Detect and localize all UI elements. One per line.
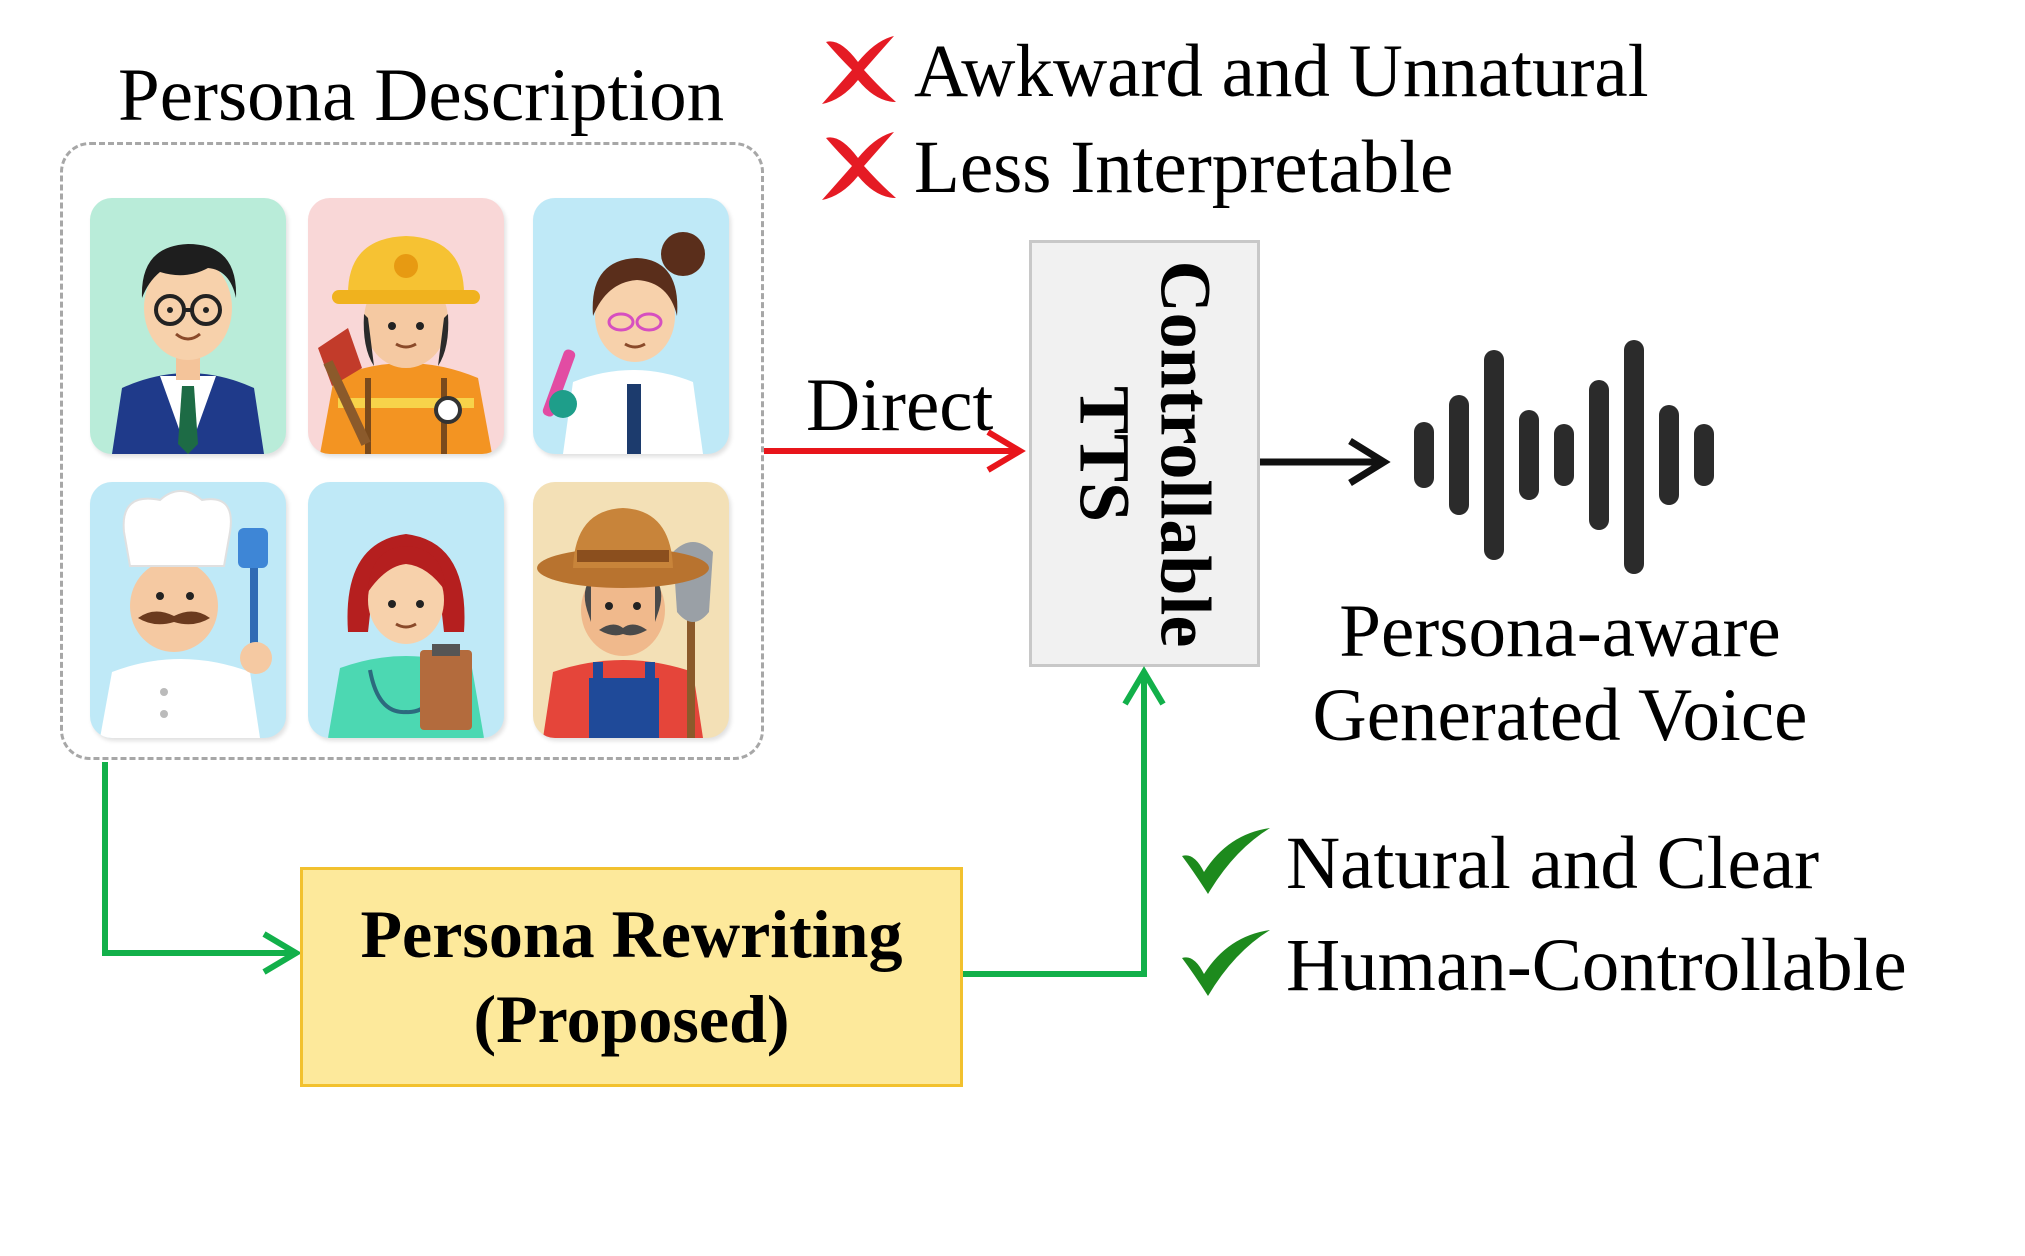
persona-tile-scientist <box>533 198 729 454</box>
persona-frame <box>60 142 764 760</box>
controllable-tts-box: Controllable TTS <box>1029 240 1260 667</box>
rewrite-line-1: Persona Rewriting <box>360 896 903 972</box>
positive-text-1: Natural and Clear <box>1286 822 1820 905</box>
cross-icon <box>822 132 896 200</box>
persona-tile-chef <box>90 482 286 738</box>
negative-text-2: Less Interpretable <box>914 126 1454 209</box>
check-icon <box>1182 930 1270 996</box>
firefighter-icon <box>318 236 492 454</box>
direct-label: Direct <box>806 364 994 447</box>
output-line-2: Generated Voice <box>1312 674 1808 757</box>
persona-tile-farmer <box>533 482 729 738</box>
persona-title: Persona Description <box>118 54 725 137</box>
persona-tile-businessman <box>90 198 286 454</box>
cross-icon <box>822 36 896 104</box>
output-label: Persona-aware Generated Voice <box>1290 590 1830 758</box>
negative-text-1: Awkward and Unnatural <box>914 30 1649 113</box>
positive-text-2: Human-Controllable <box>1286 924 1907 1007</box>
scientist-icon <box>542 232 705 454</box>
persona-tile-nurse <box>308 482 504 738</box>
persona-to-rewrite-arrow <box>102 762 302 975</box>
direct-arrow <box>764 429 1026 473</box>
check-icon <box>1182 828 1270 894</box>
rewrite-to-tts-arrow <box>963 666 1166 977</box>
nurse-icon <box>328 534 484 738</box>
persona-tile-firefighter <box>308 198 504 454</box>
farmer-icon <box>537 508 713 738</box>
chef-icon <box>100 490 272 738</box>
rewrite-line-2: (Proposed) <box>473 981 790 1057</box>
waveform-icon <box>1414 340 1714 574</box>
businessman-icon <box>112 244 264 454</box>
persona-rewriting-box: Persona Rewriting (Proposed) <box>300 867 963 1087</box>
output-arrow <box>1260 438 1391 486</box>
output-line-1: Persona-aware <box>1339 590 1781 673</box>
